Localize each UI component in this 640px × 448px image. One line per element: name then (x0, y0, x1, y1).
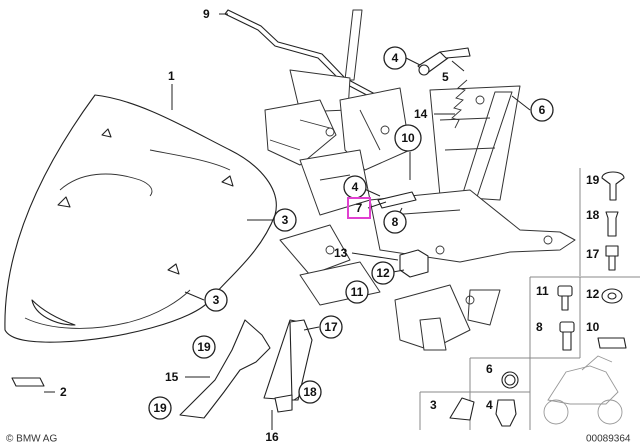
callout-3b[interactable]: 3 (204, 288, 228, 312)
callout-10[interactable]: 10 (394, 124, 422, 152)
block-drawing (399, 249, 429, 278)
callout-4a[interactable]: 4 (383, 46, 407, 70)
callout-15-label: 15 (165, 370, 179, 384)
clip-drawing (377, 191, 417, 209)
callout-7[interactable]: 7 (347, 197, 371, 219)
callout-5-label: 5 (442, 70, 449, 84)
pad-drawing (11, 377, 45, 387)
callout-1-label: 1 (168, 69, 175, 83)
callout-8[interactable]: 8 (383, 210, 407, 234)
callout-7-label: 7 (356, 201, 363, 215)
grid-item-19-label: 19 (586, 173, 600, 187)
callout-6-label: 6 (539, 103, 546, 117)
callout-4b-label: 4 (352, 180, 359, 194)
diagram-number: 00089364 (586, 434, 631, 445)
grid-item-18-label: 18 (586, 208, 600, 222)
callout-13[interactable]: 13 (334, 246, 348, 260)
parts-grid (419, 168, 640, 430)
frame-drawing (264, 9, 576, 351)
callout-3a[interactable]: 3 (273, 208, 297, 232)
callout-19a[interactable]: 19 (192, 335, 216, 359)
grid-item-8-label: 8 (536, 320, 543, 334)
callout-11[interactable]: 11 (345, 280, 369, 304)
callout-14[interactable]: 14 (414, 107, 428, 121)
grid-item-11-label: 11 (536, 284, 549, 298)
callout-14-label: 14 (414, 107, 428, 121)
callout-16-label: 16 (265, 430, 279, 444)
spring-drawing (451, 79, 468, 129)
callout-19a-label: 19 (197, 340, 211, 354)
callout-8-label: 8 (392, 215, 399, 229)
callout-5[interactable]: 5 (442, 70, 449, 84)
callout-2-label: 2 (60, 385, 67, 399)
callout-11-label: 11 (351, 285, 364, 299)
callout-19b-label: 19 (153, 401, 167, 415)
callout-17[interactable]: 17 (319, 315, 343, 339)
grid-item-4-label: 4 (486, 398, 493, 412)
callout-3b-label: 3 (213, 293, 220, 307)
callout-19b[interactable]: 19 (148, 396, 172, 420)
callout-18[interactable]: 18 (298, 380, 322, 404)
grid-item-3-label: 3 (430, 398, 437, 412)
callout-16[interactable]: 16 (265, 430, 279, 444)
callout-12[interactable]: 12 (371, 261, 395, 285)
callout-12-label: 12 (376, 266, 390, 280)
callout-15[interactable]: 15 (165, 370, 179, 384)
callout-9-label: 9 (203, 7, 210, 21)
callout-10-label: 10 (401, 131, 415, 145)
windshield-drawing (4, 94, 277, 343)
callout-18-label: 18 (303, 385, 317, 399)
callout-9[interactable]: 9 (203, 7, 210, 21)
callout-17-label: 17 (324, 320, 338, 334)
linkage-drawing (417, 47, 471, 76)
callout-2[interactable]: 2 (60, 385, 67, 399)
callout-4a-label: 4 (392, 51, 399, 65)
callout-13-label: 13 (334, 246, 348, 260)
callout-3a-label: 3 (282, 213, 289, 227)
callout-1[interactable]: 1 (168, 69, 175, 83)
grid-item-6-label: 6 (486, 362, 493, 376)
grid-item-10-label: 10 (586, 320, 600, 334)
motorcycle-icon (543, 355, 623, 425)
grid-item-17-label: 17 (586, 247, 600, 261)
bracket-drawing (179, 319, 313, 419)
callout-4b[interactable]: 4 (343, 175, 367, 199)
copyright-text: © BMW AG (6, 434, 57, 445)
grid-item-12-label: 12 (586, 287, 600, 301)
callout-6[interactable]: 6 (530, 98, 554, 122)
